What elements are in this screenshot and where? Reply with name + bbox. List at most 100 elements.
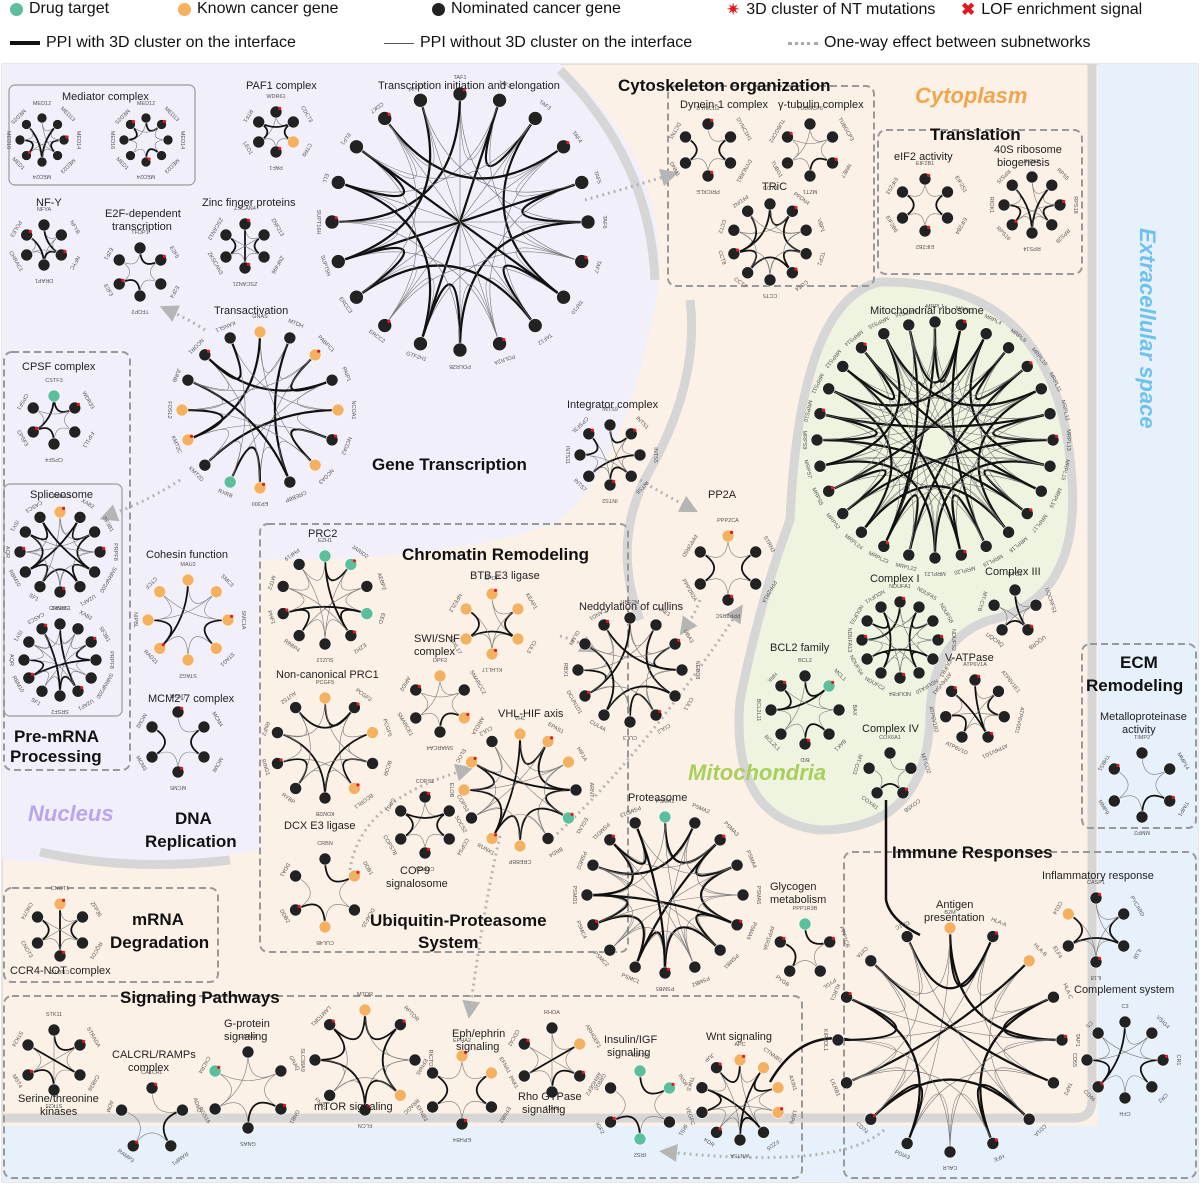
mutation-mark — [135, 1140, 139, 1144]
label-swisnf-2: complex — [414, 646, 455, 658]
gene-node — [1022, 1112, 1036, 1126]
ppi-edge — [1097, 1032, 1164, 1061]
ppi-edge — [980, 936, 1054, 1084]
gene-node — [1043, 459, 1057, 473]
gene-node — [115, 1103, 128, 1117]
gene-label: ZSCAN21 — [233, 280, 258, 286]
ppi-edge — [229, 337, 339, 411]
gene-label: PPP1R3B — [793, 906, 818, 912]
mutation-mark — [367, 1104, 371, 1108]
mutation-mark — [62, 586, 66, 591]
gene-label: COPS2 — [416, 779, 435, 785]
label-ncprc1: Non-canonical PRC1 — [276, 669, 379, 681]
gene-node — [349, 139, 364, 155]
mutation-mark — [356, 783, 360, 787]
ppi-edge — [356, 265, 417, 326]
gene-label: TAP2 — [1062, 1081, 1073, 1096]
mutation-mark — [570, 812, 574, 817]
gene-node — [253, 325, 267, 339]
gene-label: IL18 — [1091, 974, 1102, 980]
ppi-edge — [331, 182, 398, 223]
mutation-mark — [990, 731, 994, 736]
gene-label: TFDP2 — [131, 308, 148, 314]
ppi-edge — [989, 960, 1030, 1120]
gene-node — [426, 1100, 439, 1114]
ppi-edge — [337, 145, 405, 198]
gene-node — [781, 156, 794, 170]
mutation-mark — [217, 1065, 221, 1069]
gene-node — [426, 1066, 439, 1080]
gene-node — [831, 1033, 845, 1047]
gene-label: MED12 — [33, 101, 51, 107]
gene-node — [413, 92, 428, 108]
gene-label: MRPL1 — [926, 304, 944, 310]
network-wnt: APCCTNNB1AXIN1LRP6FZD5WNT5AKDRVEGFCTNKSJ… — [684, 1042, 798, 1158]
ppi-edge — [384, 100, 435, 167]
mutation-mark — [1171, 795, 1175, 800]
gene-node — [208, 1102, 222, 1116]
legend-drug-target: Drug target — [10, 0, 109, 18]
gene-node — [360, 580, 374, 593]
mutation-mark — [963, 319, 967, 323]
gene-node — [22, 635, 36, 649]
gene-node — [826, 130, 839, 144]
ppi-edge — [842, 438, 1054, 515]
gene-label: EED — [377, 612, 386, 625]
gene-label: MRPS9 — [801, 431, 807, 450]
gene-node — [943, 921, 957, 935]
gene-node — [513, 839, 527, 853]
gene-node — [902, 318, 916, 332]
gene-label: NDUFS2 — [950, 629, 956, 651]
ppi-edge — [277, 732, 302, 764]
gene-label: KDM2B — [315, 810, 334, 816]
gene-label: COPS5 — [416, 865, 435, 871]
ppi-edge — [356, 146, 417, 326]
gene-label: C3 — [1121, 1004, 1128, 1010]
mrna-deg-title-1: mRNA — [132, 910, 184, 929]
gene-node — [571, 663, 585, 677]
gene-node — [76, 936, 89, 950]
gene-node — [649, 618, 663, 632]
gene-label: RBX1 — [562, 663, 568, 677]
gene-node — [928, 315, 942, 329]
label-complex3: Complex III — [985, 566, 1041, 578]
ppi-edge — [181, 408, 224, 441]
gene-node — [668, 689, 682, 703]
mutation-mark — [462, 88, 466, 92]
gene-node — [73, 1068, 87, 1082]
ppi-edge — [842, 365, 963, 556]
gene-label: E2F3 — [102, 283, 114, 297]
gene-node — [154, 277, 168, 291]
gene-label: INTS9 — [602, 407, 618, 413]
mutation-mark — [550, 736, 554, 740]
ppi-edge — [908, 324, 1051, 419]
ppi-edge — [187, 424, 333, 441]
drug-target-dot-icon — [10, 2, 23, 16]
gene-label: DYNC1I2 — [696, 106, 719, 112]
nuclear-envelope-2 — [39, 847, 231, 869]
gene-node — [757, 1061, 770, 1074]
gene-label: CRNKL1 — [49, 606, 71, 612]
gene-node — [774, 727, 788, 741]
gene-label: BCL2 — [798, 658, 812, 664]
nominated-gene-dot-icon — [432, 2, 445, 16]
mutation-mark — [331, 1019, 335, 1023]
gene-label: AEBP2 — [376, 572, 387, 591]
gene-label: PRPF8 — [112, 543, 118, 561]
mutation-mark — [464, 1118, 468, 1122]
gene-node — [1107, 794, 1121, 808]
mutation-mark — [80, 685, 84, 690]
gene-node — [241, 1045, 255, 1059]
gene-node — [394, 804, 408, 818]
immune-box — [843, 851, 1197, 1179]
ppi-edge — [420, 251, 582, 344]
mutation-mark — [927, 225, 931, 229]
mutation-mark — [247, 218, 251, 222]
gene-label: NDUFA13 — [846, 628, 852, 653]
ppi-edge — [419, 283, 462, 351]
gene-node — [162, 134, 174, 146]
ppi-edge — [861, 347, 1028, 400]
mutation-mark — [1165, 1054, 1169, 1058]
gene-node — [457, 783, 471, 797]
